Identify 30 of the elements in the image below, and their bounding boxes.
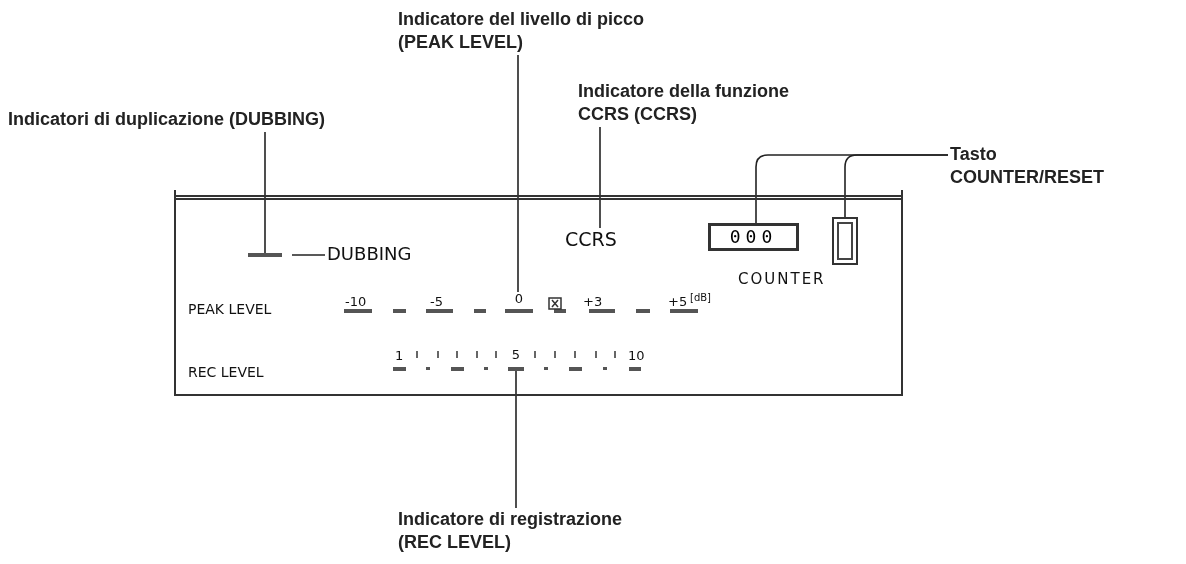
scale-number: 1 bbox=[395, 348, 404, 363]
indicator-label: CCRS bbox=[565, 228, 637, 250]
callout-text: Tasto COUNTER/RESET bbox=[950, 143, 1130, 189]
meter-segment bbox=[505, 292, 533, 313]
scale-number: 10 bbox=[628, 348, 645, 363]
leader-line bbox=[515, 370, 517, 509]
leader-line bbox=[264, 131, 266, 254]
scale-number: 5 bbox=[510, 348, 522, 362]
counter-display: 000 bbox=[708, 223, 799, 251]
unit-label: [dB] bbox=[690, 292, 711, 303]
leader-line bbox=[517, 54, 519, 293]
scale-number: +5 bbox=[668, 294, 688, 309]
callout-text: Indicatori di duplicazione (DUBBING) bbox=[8, 108, 338, 131]
indicator-bar bbox=[248, 253, 282, 257]
scale-number: -5 bbox=[430, 294, 443, 309]
scale-number: -10 bbox=[345, 294, 367, 309]
display-label: COUNTER bbox=[738, 270, 826, 288]
scale-number: +3 bbox=[583, 294, 603, 309]
meter-segment bbox=[508, 348, 524, 371]
reset-button bbox=[832, 217, 858, 265]
callout-text: Indicatore di registrazione (REC LEVEL) bbox=[398, 508, 638, 554]
leader-line bbox=[291, 254, 326, 256]
callout-text: Indicatore del livello di picco (PEAK LEVEL) bbox=[398, 8, 688, 54]
leader-line bbox=[599, 126, 601, 229]
callout-text: Indicatore della funzione CCRS (CCRS) bbox=[578, 80, 818, 126]
leader-line bbox=[844, 154, 949, 218]
meter-label: PEAK LEVEL bbox=[188, 301, 272, 317]
indicator-label: DUBBING bbox=[327, 243, 422, 264]
scale-number: 0 bbox=[513, 292, 525, 306]
meter-label: REC LEVEL bbox=[188, 364, 264, 380]
